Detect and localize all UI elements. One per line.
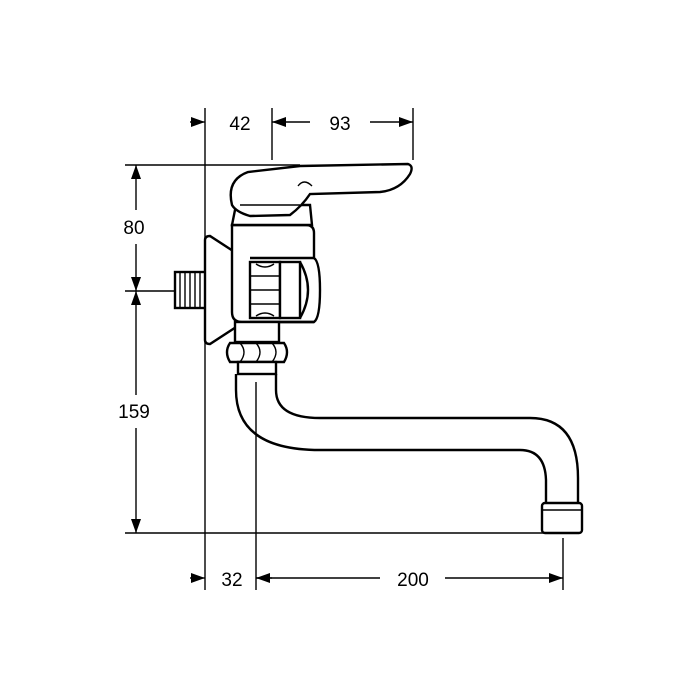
- dimension-top: 42 93: [190, 114, 413, 135]
- lever-handle: [229, 162, 413, 218]
- dim-label-42: 42: [229, 114, 250, 135]
- dim-label-93: 93: [329, 114, 350, 135]
- spout-swivel-nut: [225, 320, 289, 376]
- dimension-bottom: 32 200: [190, 570, 563, 591]
- dim-label-32: 32: [221, 570, 242, 591]
- faucet: [173, 162, 584, 535]
- dim-label-80: 80: [123, 218, 144, 239]
- spout-inner: [274, 374, 580, 504]
- dim-label-200: 200: [397, 570, 429, 591]
- hex-nut: [248, 260, 310, 320]
- extension-lines: [125, 108, 564, 590]
- inlet-connector: [173, 270, 209, 310]
- spout-outer: [234, 374, 548, 504]
- aerator: [540, 501, 584, 535]
- dim-label-159: 159: [118, 402, 150, 423]
- dimension-left: 80 159: [118, 165, 150, 533]
